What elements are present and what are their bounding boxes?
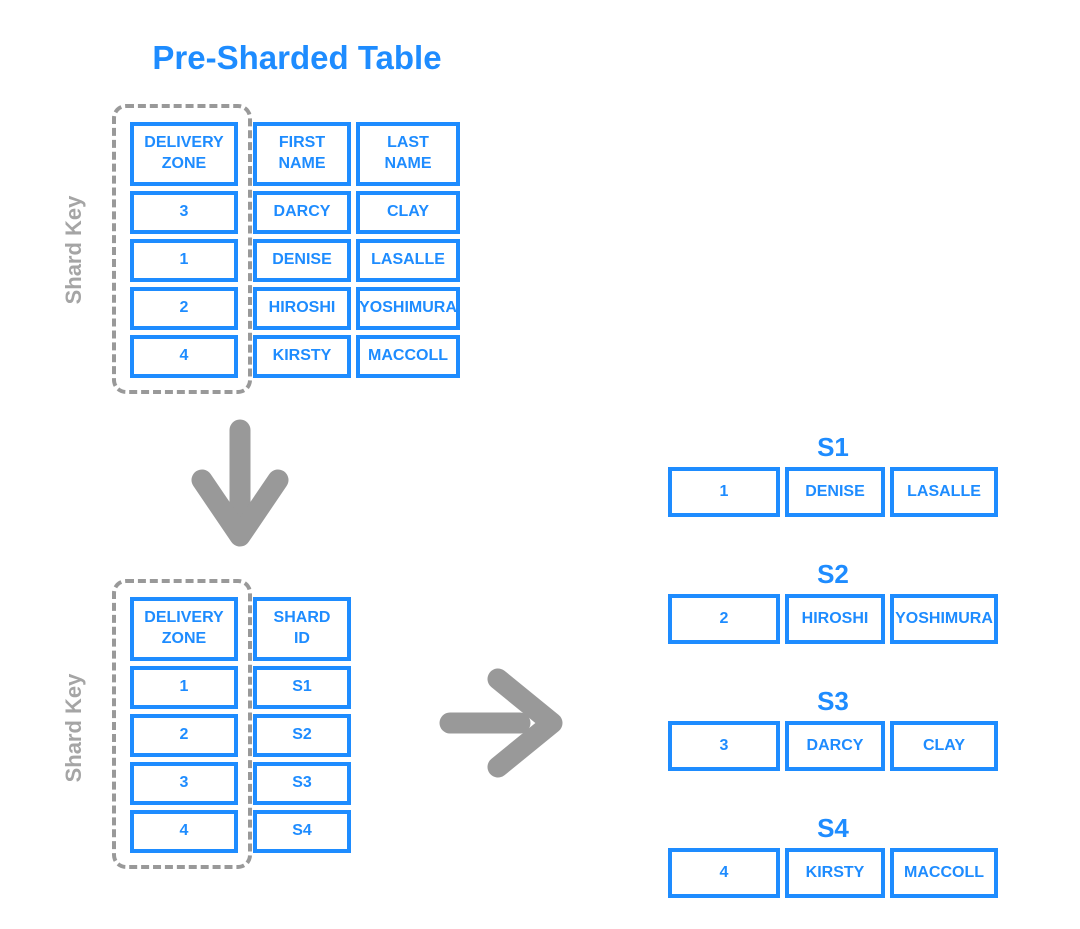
column-first-name: FIRST NAME DARCY DENISE HIROSHI KIRSTY: [253, 122, 351, 378]
shard-title: S4: [817, 813, 849, 843]
table-cell: MACCOLL: [890, 848, 998, 898]
table-cell: CLAY: [890, 721, 998, 771]
column-delivery-zone: DELIVERY ZONE 1 2 3 4: [130, 597, 238, 853]
shard-s1: S1 1 DENISE LASALLE: [668, 432, 998, 517]
shard-s2: S2 2 HIROSHI YOSHIMURA: [668, 559, 998, 644]
shard-lookup-table: DELIVERY ZONE 1 2 3 4 SHARD ID S1 S2 S3 …: [130, 597, 351, 853]
table-cell: CLAY: [356, 191, 460, 234]
column-header: DELIVERY ZONE: [130, 597, 238, 661]
shard-title: S2: [817, 559, 849, 589]
shard-title: S1: [817, 432, 849, 462]
table-cell: KIRSTY: [785, 848, 885, 898]
shard-key-label-top: Shard Key: [61, 195, 86, 305]
table-cell: S4: [253, 810, 351, 853]
table-cell: S2: [253, 714, 351, 757]
table-cell: KIRSTY: [253, 335, 351, 378]
table-cell: DARCY: [785, 721, 885, 771]
table-cell: YOSHIMURA: [890, 594, 998, 644]
column-last-name: LAST NAME CLAY LASALLE YOSHIMURA MACCOLL: [356, 122, 460, 378]
table-cell: S1: [253, 666, 351, 709]
table-cell: DENISE: [785, 467, 885, 517]
table-cell: MACCOLL: [356, 335, 460, 378]
table-row: 2 HIROSHI YOSHIMURA: [668, 594, 998, 644]
table-cell: DENISE: [253, 239, 351, 282]
table-cell: 2: [130, 287, 238, 330]
column-header: SHARD ID: [253, 597, 351, 661]
right-arrow-icon: [439, 668, 563, 778]
shard-key-outline-bottom: [112, 579, 252, 869]
column-header: LAST NAME: [356, 122, 460, 186]
table-cell: HIROSHI: [785, 594, 885, 644]
column-header: FIRST NAME: [253, 122, 351, 186]
table-row: 3 DARCY CLAY: [668, 721, 998, 771]
table-row: 4 KIRSTY MACCOLL: [668, 848, 998, 898]
table-cell: 2: [130, 714, 238, 757]
shard-s4: S4 4 KIRSTY MACCOLL: [668, 813, 998, 898]
table-cell: 4: [130, 335, 238, 378]
table-cell: HIROSHI: [253, 287, 351, 330]
down-arrow-icon: [191, 419, 289, 547]
table-cell: 1: [668, 467, 780, 517]
table-cell: 3: [130, 191, 238, 234]
shard-key-outline-top: [112, 104, 252, 394]
table-cell: DARCY: [253, 191, 351, 234]
table-cell: LASALLE: [890, 467, 998, 517]
shard-key-label-bottom: Shard Key: [61, 673, 86, 783]
table-cell: 3: [668, 721, 780, 771]
table-cell: 3: [130, 762, 238, 805]
diagram-title: Pre-Sharded Table: [152, 39, 442, 76]
table-cell: 4: [130, 810, 238, 853]
table-cell: 1: [130, 239, 238, 282]
shard-title: S3: [817, 686, 849, 716]
column-header: DELIVERY ZONE: [130, 122, 238, 186]
table-cell: 2: [668, 594, 780, 644]
column-shard-id: SHARD ID S1 S2 S3 S4: [253, 597, 351, 853]
table-cell: S3: [253, 762, 351, 805]
pre-sharded-table: DELIVERY ZONE 3 1 2 4 FIRST NAME DARCY D…: [130, 122, 460, 378]
table-row: 1 DENISE LASALLE: [668, 467, 998, 517]
table-cell: 4: [668, 848, 780, 898]
table-cell: YOSHIMURA: [356, 287, 460, 330]
table-cell: 1: [130, 666, 238, 709]
column-delivery-zone: DELIVERY ZONE 3 1 2 4: [130, 122, 238, 378]
table-cell: LASALLE: [356, 239, 460, 282]
shard-s3: S3 3 DARCY CLAY: [668, 686, 998, 771]
